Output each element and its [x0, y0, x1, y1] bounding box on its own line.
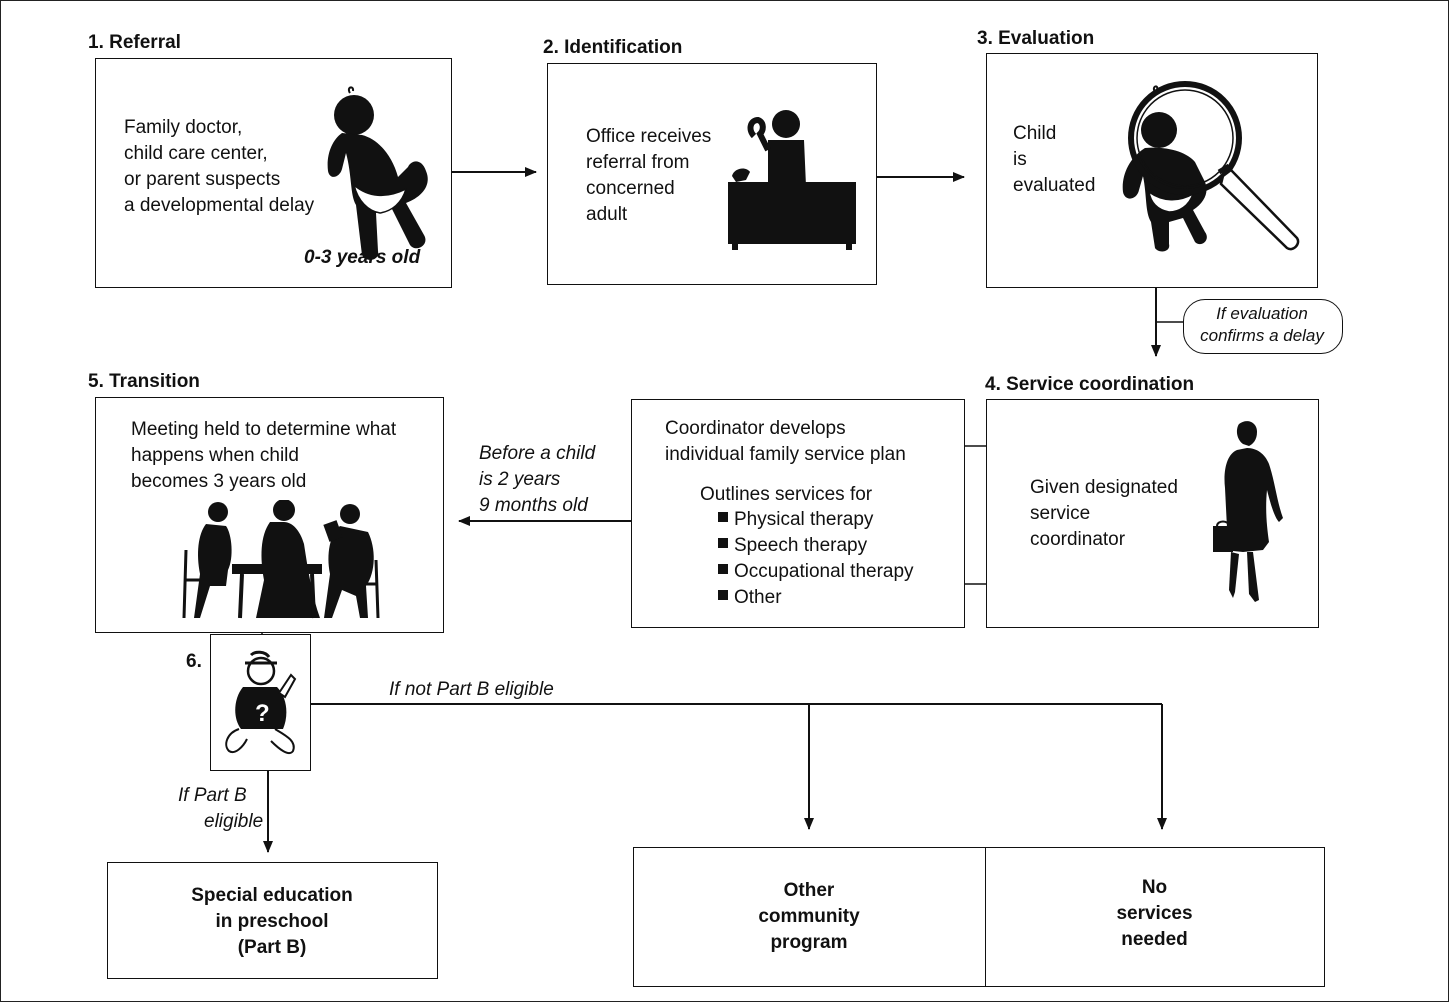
service-coordination-text-3: coordinator: [1030, 529, 1126, 550]
baby-icon: [327, 86, 428, 260]
transition-box: Meeting held to determine what happens w…: [95, 397, 444, 633]
no-services-box: No services needed: [985, 847, 1325, 987]
meeting-icon: [182, 500, 380, 619]
transition-text-1: Meeting held to determine what: [131, 419, 397, 440]
service-item: Physical therapy: [718, 507, 873, 533]
service-coordination-text-1: Given designated: [1030, 477, 1178, 498]
eligible-label-2: eligible: [204, 811, 264, 832]
identification-text-4: adult: [586, 204, 628, 225]
service-plan-title-2: individual family service plan: [665, 444, 906, 465]
decision-heading: 6.: [186, 651, 202, 672]
bullet-square-icon: [718, 538, 728, 548]
eligible-label-1: If Part B: [178, 785, 247, 806]
timing-text-3: 9 months old: [479, 495, 588, 516]
child-question-icon: ?: [225, 650, 297, 755]
identification-box: Office receives referral from concerned …: [547, 63, 877, 285]
service-coordination-text-2: service: [1030, 503, 1091, 524]
magnifier-baby-icon: [1122, 81, 1300, 252]
service-item-label: Other: [734, 587, 782, 608]
bullet-square-icon: [718, 512, 728, 522]
service-plan-subtitle: Outlines services for: [700, 484, 873, 505]
identification-text-2: referral from: [586, 152, 690, 173]
other-program-text-2: community: [758, 906, 860, 927]
service-plan-box: Coordinator develops individual family s…: [631, 399, 965, 628]
bullet-square-icon: [718, 590, 728, 600]
no-services-text-2: services: [1116, 903, 1193, 924]
evaluation-box: Child is evaluated: [986, 53, 1318, 288]
bullet-square-icon: [718, 564, 728, 574]
referral-text-4: a developmental delay: [124, 195, 315, 216]
office-worker-icon: [728, 110, 856, 250]
svg-text:?: ?: [255, 700, 270, 727]
other-program-text-3: program: [770, 932, 848, 953]
evaluation-condition-2: confirms a delay: [1200, 326, 1324, 345]
evaluation-condition-1: If evaluation: [1216, 304, 1308, 323]
referral-text-3: or parent suspects: [124, 169, 281, 190]
other-program-text-1: Other: [783, 880, 835, 901]
service-item-label: Physical therapy: [734, 509, 874, 530]
referral-text-2: child care center,: [124, 143, 268, 164]
service-item-label: Speech therapy: [734, 535, 868, 556]
service-item: Speech therapy: [718, 533, 867, 559]
service-coordination-box: Given designated service coordinator: [986, 399, 1319, 628]
referral-box: Family doctor, child care center, or par…: [95, 58, 452, 288]
referral-age: 0-3 years old: [304, 247, 421, 268]
other-program-box: Other community program: [633, 847, 986, 987]
transition-text-3: becomes 3 years old: [131, 471, 307, 492]
evaluation-heading: 3. Evaluation: [977, 28, 1095, 49]
evaluation-text-1: Child: [1013, 123, 1057, 144]
referral-text-1: Family doctor,: [124, 117, 243, 138]
evaluation-condition-callout: If evaluation confirms a delay: [1183, 299, 1343, 354]
identification-heading: 2. Identification: [543, 37, 683, 58]
decision-box: ?: [210, 634, 311, 771]
identification-text-3: concerned: [586, 178, 675, 199]
special-education-box: Special education in preschool (Part B): [107, 862, 438, 979]
special-ed-text-1: Special education: [191, 885, 353, 906]
service-item: Occupational therapy: [718, 559, 914, 585]
special-ed-text-2: in preschool: [215, 911, 329, 932]
transition-text-2: happens when child: [131, 445, 299, 466]
timing-text-2: is 2 years: [479, 469, 561, 490]
identification-text-1: Office receives: [586, 126, 712, 147]
service-plan-title-1: Coordinator develops: [665, 418, 846, 439]
evaluation-text-3: evaluated: [1013, 175, 1096, 196]
service-item-label: Occupational therapy: [734, 561, 914, 582]
timing-text-1: Before a child: [479, 443, 596, 464]
evaluation-text-2: is: [1013, 149, 1027, 170]
not-eligible-label: If not Part B eligible: [389, 679, 554, 700]
coordinator-icon: [1213, 421, 1283, 602]
service-coordination-heading: 4. Service coordination: [985, 374, 1195, 395]
referral-heading: 1. Referral: [88, 32, 181, 53]
service-item: Other: [718, 585, 782, 611]
no-services-text-3: needed: [1121, 929, 1188, 950]
no-services-text-1: No: [1141, 877, 1168, 898]
special-ed-text-3: (Part B): [237, 937, 307, 958]
transition-heading: 5. Transition: [88, 371, 200, 392]
